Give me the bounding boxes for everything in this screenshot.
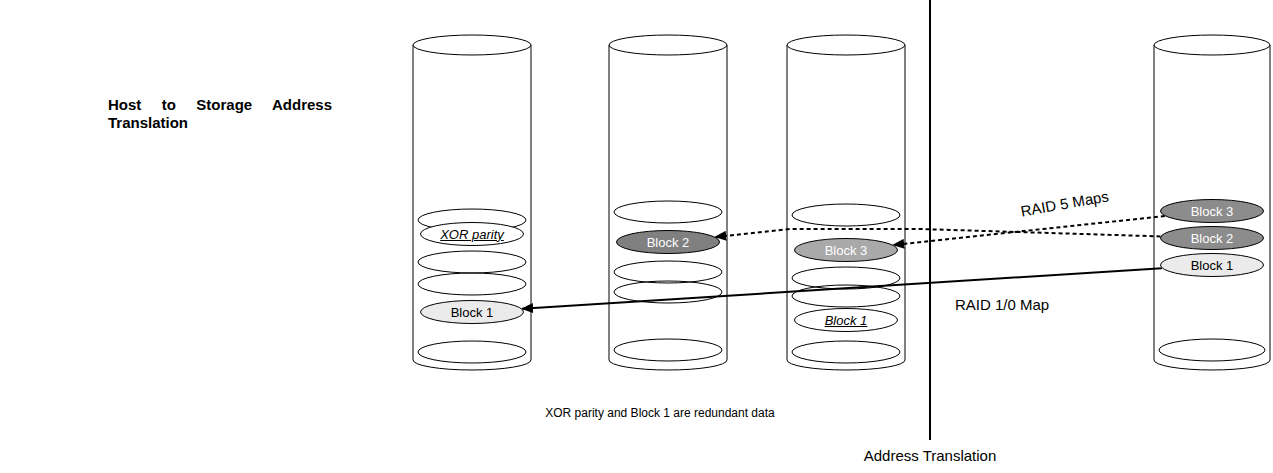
block-ellipse: XOR parity	[420, 222, 524, 246]
block-ellipse: Block 3	[794, 238, 898, 262]
block-label: Block 1	[1160, 253, 1264, 277]
block-ellipse: Block 1	[420, 300, 524, 324]
block-label: Block 2	[1160, 226, 1264, 250]
ellipse-shape	[795, 309, 898, 332]
map-label: RAID 5 Maps	[1018, 187, 1113, 220]
map-label: RAID 1/0 Map	[953, 296, 1051, 313]
block-label: Block 1	[794, 308, 898, 332]
side-heading: Host to Storage Address Translation	[108, 96, 332, 132]
ellipse-shape	[421, 301, 524, 324]
block-label: Block 3	[794, 238, 898, 262]
block-ellipse: Block 1	[1160, 253, 1264, 277]
ellipse-shape	[617, 231, 720, 254]
block-ellipse: Block 3	[1160, 199, 1264, 223]
ellipse-shape	[421, 223, 524, 246]
map-arrow	[522, 268, 1162, 309]
ellipse-shape	[1161, 200, 1264, 223]
redundancy-note: XOR parity and Block 1 are redundant dat…	[543, 406, 776, 420]
block-ellipse: Block 2	[616, 230, 720, 254]
block-label: Block 3	[1160, 199, 1264, 223]
block-ellipse: Block 1	[794, 308, 898, 332]
ellipse-shape	[1161, 254, 1264, 277]
axis-caption: Address Translation	[862, 447, 999, 464]
block-label: Block 2	[616, 230, 720, 254]
ellipse-shape	[795, 239, 898, 262]
block-ellipse: Block 2	[1160, 226, 1264, 250]
map-arrow	[715, 229, 1160, 237]
map-arrow	[893, 216, 1165, 245]
ellipse-shape	[1161, 227, 1264, 250]
block-label: Block 1	[420, 300, 524, 324]
block-label: XOR parity	[420, 222, 524, 246]
